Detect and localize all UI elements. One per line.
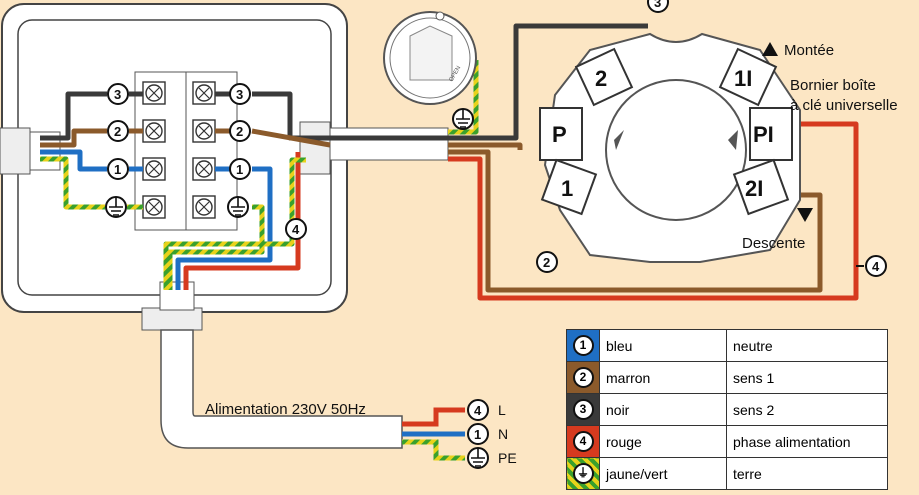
supply-label: Alimentation 230V 50Hz: [205, 401, 366, 418]
earth-badge-right: [227, 196, 249, 218]
svg-text:1: 1: [236, 162, 243, 177]
earth-icon: ⏚: [572, 463, 594, 484]
svg-text:4: 4: [872, 259, 880, 274]
wires-supply: [402, 407, 465, 461]
legend-color-name: noir: [599, 393, 727, 426]
svg-text:1: 1: [474, 427, 481, 442]
legend-color-name: jaune/vert: [599, 457, 727, 490]
legend-color-name: marron: [599, 361, 727, 394]
outgoing-cable: [329, 127, 449, 161]
badge-4-right: 4: [856, 255, 887, 277]
svg-text:1: 1: [114, 162, 121, 177]
svg-text:3: 3: [236, 87, 243, 102]
badge-4-box: 4: [285, 218, 307, 240]
svg-text:4: 4: [292, 222, 300, 237]
legend-color-name: bleu: [599, 329, 727, 362]
left-gland: [0, 127, 31, 175]
key-1: 1: [561, 176, 573, 201]
svg-text:3: 3: [654, 0, 661, 10]
up-label: Montée: [784, 42, 834, 59]
legend-swatch: 4: [566, 425, 600, 458]
badge-4-supply: 4: [467, 399, 489, 421]
svg-text:2: 2: [114, 124, 121, 139]
badge-2-right: 2: [229, 120, 251, 142]
legend-description: terre: [726, 457, 888, 490]
wire-badges: 3 2 1 3 2 1 4 3 2 4 4 1: [105, 0, 887, 469]
badge-1-left: 1: [107, 158, 129, 180]
wires-left-to-block: [127, 91, 143, 210]
terminal-title-line2: à clé universelle: [790, 97, 898, 114]
svg-text:2: 2: [236, 124, 243, 139]
supply-cable: [160, 329, 403, 449]
legend-description: sens 1: [726, 361, 888, 394]
down-arrow-icon: [797, 208, 813, 222]
down-label: Descente: [742, 235, 805, 252]
bottom-gland: [141, 307, 203, 331]
svg-text:4: 4: [474, 403, 482, 418]
key-switch: 2 1I P PI 1 2I: [539, 32, 801, 263]
earth-icon: [452, 108, 474, 130]
terminal-title-line1: Bornier boîte: [790, 77, 876, 94]
badge-1-supply: 1: [467, 423, 489, 445]
key-p: P: [552, 122, 567, 147]
line-label-l: L: [498, 402, 506, 418]
badge-3-right: 3: [229, 83, 251, 105]
badge-3-top: 3: [647, 0, 669, 13]
key-2: 2: [595, 66, 607, 91]
key-2i: 2I: [745, 176, 763, 201]
badge-2-left: 2: [107, 120, 129, 142]
up-arrow-icon: [762, 42, 778, 56]
earth-badge-left: [105, 196, 127, 218]
wires-left: [40, 91, 107, 210]
right-gland: [299, 121, 331, 175]
legend-number-badge: 3: [572, 399, 594, 420]
legend-swatch: 1: [566, 329, 600, 362]
key-pi: PI: [753, 122, 774, 147]
legend-swatch: 2: [566, 361, 600, 394]
key-1i: 1I: [734, 66, 752, 91]
line-label-pe: PE: [498, 450, 517, 466]
svg-text:3: 3: [114, 87, 121, 102]
legend-description: sens 2: [726, 393, 888, 426]
line-label-n: N: [498, 426, 508, 442]
legend-number-badge: 1: [572, 335, 594, 356]
wires-outgoing: [448, 60, 859, 301]
legend-swatch: 3: [566, 393, 600, 426]
legend-number-badge: 4: [572, 431, 594, 452]
badge-1-right: 1: [229, 158, 251, 180]
legend-swatch: ⏚: [566, 457, 600, 490]
earth-badge-supply: [467, 447, 489, 469]
screw-slots: [148, 87, 210, 213]
badge-2-bottom: 2: [536, 251, 558, 273]
svg-text:2: 2: [543, 255, 550, 270]
legend-color-name: rouge: [599, 425, 727, 458]
key-insert: OPEN: [383, 11, 477, 105]
badge-3-left: 3: [107, 83, 129, 105]
legend-description: phase alimentation: [726, 425, 888, 458]
legend-number-badge: 2: [572, 367, 594, 388]
wires-right: [163, 23, 648, 290]
legend-description: neutre: [726, 329, 888, 362]
